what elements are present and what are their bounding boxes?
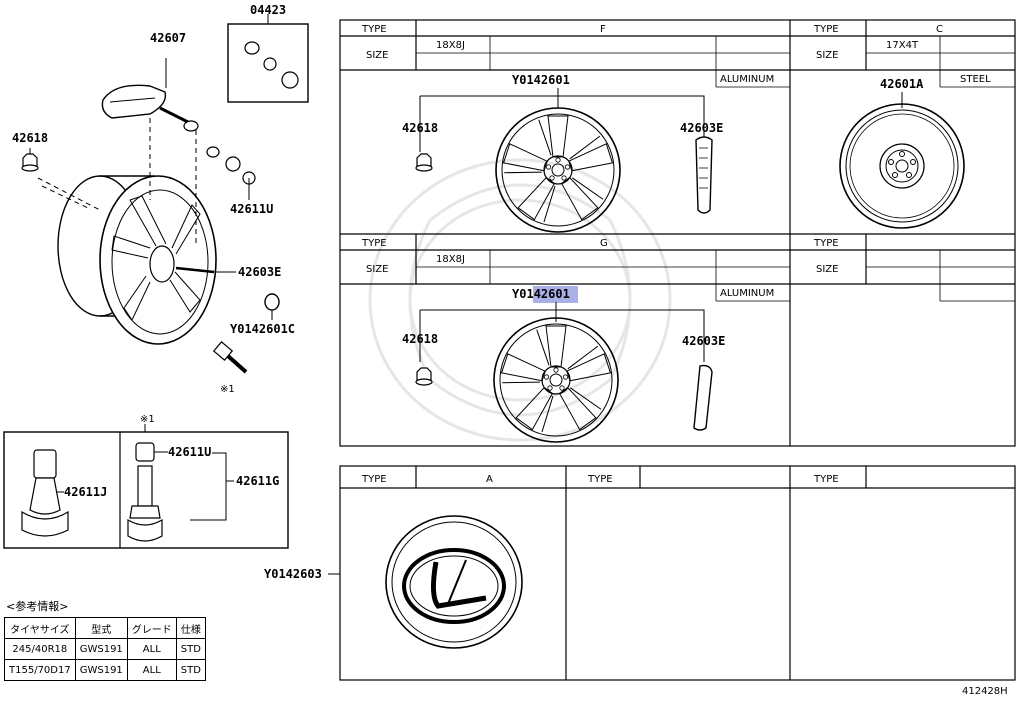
g-type-value: G: [600, 238, 608, 249]
table-cell: STD: [175, 659, 206, 681]
part-label-42607: 42607: [150, 31, 186, 45]
c-material: STEEL: [960, 74, 991, 85]
cap-type-value-a: A: [486, 474, 493, 485]
note-mark: ※1: [220, 384, 235, 395]
f-weight-part: 42603E: [680, 121, 723, 135]
table-cell: ALL: [126, 659, 177, 681]
c-steel-wheel-drawing: [839, 103, 965, 229]
g-nut-drawing: [415, 367, 433, 386]
part-label-42611J: 42611J: [64, 485, 107, 499]
tpms-sensor-drawing: [101, 84, 256, 185]
metal-valve-drawing: [127, 442, 163, 542]
f-nut-drawing: [415, 153, 433, 172]
valve-cap-drawing: [264, 293, 280, 311]
g-nut-part: 42618: [402, 332, 438, 346]
blank-type-label: TYPE: [813, 238, 839, 249]
c-size-value: 17X4T: [886, 40, 919, 51]
f-type-label: TYPE: [361, 24, 387, 35]
g-type-label: TYPE: [361, 238, 387, 249]
table-cell: 245/40R18: [4, 638, 76, 660]
table-cell: GWS191: [74, 638, 128, 660]
part-label-42603E: 42603E: [238, 265, 281, 279]
table-row: T155/70D17 GWS191 ALL STD: [4, 659, 206, 681]
cap-type-label-2: TYPE: [587, 474, 613, 485]
selection-highlight: [533, 286, 578, 303]
g-wheel-part-prefix: Y01: [512, 287, 534, 301]
reference-title: <参考情報>: [6, 600, 69, 613]
cap-type-label-a: TYPE: [361, 474, 387, 485]
f-size-label: SIZE: [366, 50, 388, 61]
f-material: ALUMINUM: [720, 74, 774, 85]
f-size-value: 18X8J: [436, 40, 465, 51]
valve-stem-drawing: [212, 341, 248, 374]
table-row: 245/40R18 GWS191 ALL STD: [4, 638, 206, 660]
g-wheel-part: Y0142601: [512, 287, 570, 301]
wheel-assembly-drawing: [57, 175, 217, 345]
g-size-value: 18X8J: [436, 254, 465, 265]
table-cell: T155/70D17: [4, 659, 76, 681]
g-weight-part: 42603E: [682, 334, 725, 348]
cap-table: [339, 465, 1016, 681]
g-size-label: SIZE: [366, 264, 388, 275]
valve-box: [3, 431, 289, 549]
c-type-label: TYPE: [813, 24, 839, 35]
reference-header-row: タイヤサイズ 型式 グレード 仕様: [4, 617, 206, 639]
exploded-view: [21, 14, 309, 374]
wheel-table: [339, 19, 1016, 447]
valve-box-mark: ※1: [140, 414, 155, 425]
blank-size-label: SIZE: [816, 264, 838, 275]
cap-type-label-3: TYPE: [813, 474, 839, 485]
reference-header-spec: 仕様: [175, 617, 206, 639]
table-cell: GWS191: [74, 659, 128, 681]
rubber-valve-drawing: [21, 449, 69, 537]
reference-table: タイヤサイズ 型式 グレード 仕様 245/40R18 GWS191 ALL S…: [4, 617, 206, 681]
f-wheel-drawing: [495, 107, 621, 233]
part-label-Y0142601C: Y0142601C: [230, 322, 295, 336]
cap-part-label: Y0142603: [264, 567, 322, 581]
reference-header-model: 型式: [74, 617, 128, 639]
c-wheel-part: 42601A: [880, 77, 924, 91]
g-weight-drawing: [693, 364, 713, 431]
g-wheel-part-highlight: 42601: [534, 287, 570, 301]
g-wheel-drawing: [493, 317, 619, 443]
center-cap-drawing: [385, 515, 523, 649]
part-label-42611G: 42611G: [236, 474, 279, 488]
table-cell: ALL: [126, 638, 177, 660]
c-type-value: C: [936, 24, 943, 35]
reference-header-tire-size: タイヤサイズ: [4, 617, 76, 639]
f-type-value: F: [600, 24, 606, 35]
reference-header-grade: グレード: [126, 617, 177, 639]
part-label-42611U: 42611U: [230, 202, 273, 216]
part-label-04423: 04423: [250, 3, 286, 17]
f-nut-part: 42618: [402, 121, 438, 135]
table-cell: STD: [175, 638, 206, 660]
g-material: ALUMINUM: [720, 288, 774, 299]
f-weight-drawing: [695, 136, 713, 214]
part-label-42611U-box: 42611U: [168, 445, 211, 459]
c-size-label: SIZE: [816, 50, 838, 61]
part-label-42618: 42618: [12, 131, 48, 145]
watermark-emblem: [368, 158, 672, 442]
f-wheel-part: Y0142601: [512, 73, 570, 87]
diagram-id: 412428H: [962, 686, 1008, 697]
